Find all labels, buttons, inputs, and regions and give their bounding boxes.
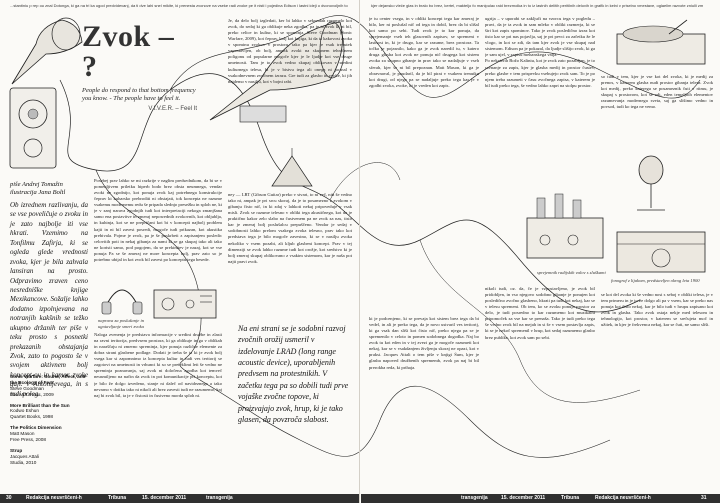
body-column-4a: ugrija – v uporabi se zaključi na vzorcu… [485, 16, 595, 88]
byline: piše Andrej Tomažin ilustracija Jana Bol… [10, 181, 88, 197]
footer-section: transgenija [461, 495, 488, 501]
top-ticker-right: kjer dejansko vleče glas in bralo bo bre… [371, 3, 704, 8]
microphone-illustration [637, 155, 665, 211]
footer-section: Redakcija neuvrščeni-h [26, 495, 82, 501]
body-column-4b: nikoli tudi, oz. da, če je vzpostavljeno… [485, 286, 595, 340]
top-ticker-left: ...stantiniu p rep ou znal Dotonga, ki g… [10, 3, 349, 8]
footer-section: Tribuna [561, 495, 580, 501]
body-column-1a: Posebej prav lahko se mi razkrije v nagl… [94, 178, 222, 262]
caption-2: sprejemnik radijskih valov s sluškami [537, 270, 606, 275]
body-column-1b: Naloga zvenenja je predstava informacije… [94, 332, 222, 398]
left-page: ...stantiniu p rep ou znal Dotonga, ki g… [0, 0, 360, 503]
page-number-left: 30 [6, 495, 12, 501]
gramophone-horn-illustration [11, 17, 83, 85]
book-list: Sonic Warfare: Sound, Affect, and the Ec… [10, 374, 88, 470]
book-item: More Brilliant than the Sun Kodwo Eshun … [10, 402, 70, 420]
right-page: kjer dejansko vleče glas in bralo bo bre… [361, 0, 720, 503]
lamp-illustration [271, 148, 313, 187]
speaker-box-illustration [9, 87, 57, 169]
footer-section: Redakcija neuvrščeni-h [595, 495, 651, 501]
footer-left: 30 Redakcija neuvrščeni-h Tribuna 15. de… [0, 494, 359, 503]
page-number-right: 31 [701, 495, 707, 501]
article-title: Zvok – ? [82, 20, 175, 83]
body-column-3b: ki je podcenjeno, ki se prevaja kot sist… [369, 316, 479, 370]
epigraph-attribution: V.I.V.E.R. – Feel It [148, 105, 197, 112]
amplifier-circuit-illustration [526, 193, 604, 259]
body-column-3a: je tu center vsega, in v obliki koncept … [369, 16, 479, 88]
lead-paragraph: Ob izrednem razlivanju, da se vse poveli… [10, 201, 88, 398]
article-title-block: Zvok – ? People do respond to that botto… [82, 22, 197, 113]
footer-section: Tribuna [108, 495, 127, 501]
body-column-2b: ney — LRT (Gibson Guitar) preko v stvari… [228, 192, 352, 264]
epigraph-quote: People do respond to that bottom frequen… [82, 87, 196, 103]
record-player-illustration [616, 19, 706, 65]
headphones-illustration [101, 289, 143, 315]
book-item: Sonic Warfare: Sound, Affect, and the Ec… [10, 374, 86, 397]
book-item: Strup Jacques Attali Studia, 2010 [10, 447, 39, 465]
caption-1: naprava za poslušanje in ugotavljanje sm… [98, 318, 145, 329]
book-item: The Politics Dimension Matt Mason Free P… [10, 425, 62, 442]
radio-receiver-illustration [153, 289, 217, 319]
footer-date: 15. december 2011 [501, 495, 546, 501]
body-column-5a: so tudi v tem, kjer je vse kot del zvoka… [601, 74, 713, 110]
gramophone-cabinet-illustration [616, 231, 706, 273]
caption-3: fonograf z lijakom, predstavljen okrog l… [611, 278, 700, 283]
footer-date: 15. december 2011 [142, 495, 187, 501]
body-column-5b: se kot del zvoka ki še vedno nosi s sebo… [601, 292, 713, 328]
footer-section: transgenija [206, 495, 233, 501]
body-column-2a: Je, da delo bolj izgledati, ker bi lahko… [228, 18, 352, 84]
illustrator-name: ilustracija Jana Boltl [10, 188, 66, 196]
footer-right: transgenija 15. december 2011 Tribuna Re… [361, 494, 720, 503]
author-name: piše Andrej Tomažin [10, 181, 63, 188]
pull-quote: Na eni strani se je sodobni razvoj zvočn… [238, 324, 349, 424]
phonograph-horn-illustration [209, 21, 345, 123]
